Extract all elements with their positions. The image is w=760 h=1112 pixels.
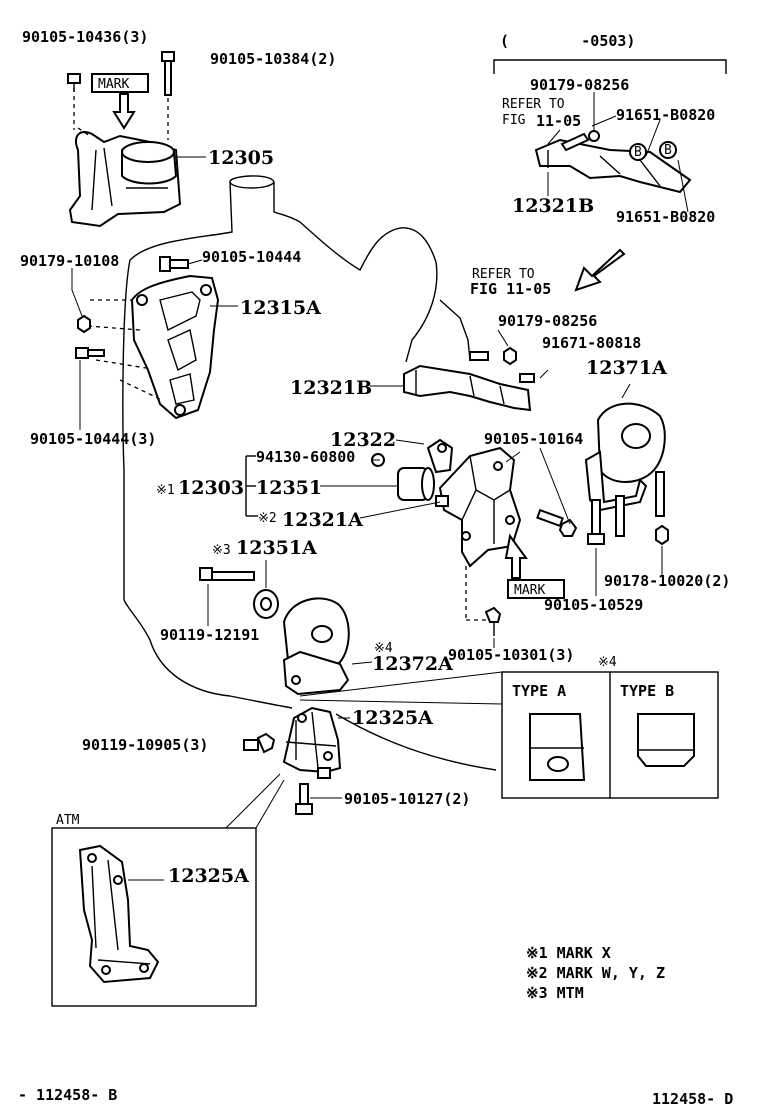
label-note4-ref-a: ※4: [374, 641, 393, 656]
note-1: ※1 MARK X: [526, 944, 611, 962]
label-12325A-atm: 12325A: [168, 865, 249, 887]
nut-10020: [655, 524, 669, 546]
part-labels: 90105-10436(3) 90105-10384(2) MARK 12305…: [18, 28, 733, 1108]
footer-right: 112458- D: [652, 1090, 733, 1108]
label-type-a: TYPE A: [512, 682, 566, 700]
label-bolt-10127: 90105-10127(2): [344, 790, 470, 808]
label-mark-top: MARK: [98, 77, 129, 92]
svg-text:B: B: [664, 143, 672, 158]
label-nut-60800: 94130-60800: [256, 448, 355, 466]
mount-12372A: [282, 597, 350, 696]
label-note4-ref-b: ※4: [598, 655, 617, 670]
label-fig-1b: 11-05: [536, 112, 581, 130]
bracket-12321B-top: B B: [493, 59, 727, 194]
label-nut-10108: 90179-10108: [20, 252, 119, 270]
footer-left: - 112458- B: [18, 1086, 117, 1104]
label-bolt-10444-3: 90105-10444(3): [30, 430, 156, 448]
label-12321A: 12321A: [282, 509, 363, 531]
label-atm: ATM: [56, 813, 80, 828]
label-12351A: 12351A: [236, 537, 317, 559]
bracket-12321B-mid: [403, 346, 535, 412]
type-comparison-box: [501, 671, 719, 799]
bolt-10444-3: [75, 347, 105, 359]
mount-12305: [68, 66, 182, 228]
label-refer-to-1: REFER TO: [502, 97, 565, 112]
svg-text:B: B: [634, 145, 642, 160]
label-fig-1: FIG: [502, 113, 526, 128]
bolt-10301: [484, 606, 502, 636]
bracket-12315A: [87, 274, 220, 420]
bolt-10164: [536, 508, 578, 537]
nut-10108: [77, 314, 91, 334]
label-bolt-12191: 90119-12191: [160, 626, 259, 644]
label-mark-mid: MARK: [514, 583, 545, 598]
bracket-12321A: [435, 446, 522, 568]
label-bolt-10444: 90105-10444: [202, 248, 301, 266]
bolt-10529: [587, 499, 605, 545]
bolt-12191: [199, 567, 255, 581]
note-3: ※3 MTM: [526, 984, 584, 1002]
label-clip-b0820-b: 91651-B0820: [616, 208, 715, 226]
label-note3-ref: ※3: [212, 543, 231, 558]
label-bolt-10164: 90105-10164: [484, 430, 583, 448]
label-12315A: 12315A: [240, 297, 321, 319]
label-12351: 12351: [256, 477, 322, 499]
group-bracket-12303: [245, 455, 258, 517]
bracket-12325A: [282, 706, 342, 779]
mount-12371A: [584, 402, 666, 537]
mark-arrow-top: [91, 73, 149, 130]
note-2: ※2 MARK W, Y, Z: [526, 964, 665, 982]
engine-outline: [122, 175, 497, 771]
label-fig-2: FIG 11-05: [470, 280, 551, 298]
bushing-12351A: [253, 589, 279, 619]
label-12372A: 12372A: [372, 653, 453, 675]
bolt-10905: [243, 732, 276, 754]
part-12322: [426, 438, 454, 474]
mark-arrow-mid: [504, 533, 565, 599]
bolt-10444: [159, 256, 189, 272]
direction-arrow: [574, 248, 626, 292]
label-12322: 12322: [330, 429, 396, 451]
label-range-0503: ( -0503): [500, 32, 635, 50]
label-note1-ref: ※1: [156, 483, 175, 498]
label-clip-b0820-a: 91651-B0820: [616, 106, 715, 124]
label-12371A: 12371A: [586, 357, 667, 379]
bolt-10436: [67, 73, 81, 92]
label-12325A: 12325A: [352, 707, 433, 729]
label-bolt-10436: 90105-10436(3): [22, 28, 148, 46]
label-12303: 12303: [178, 477, 244, 499]
label-type-b: TYPE B: [620, 682, 674, 700]
label-12321B-top: 12321B: [512, 195, 594, 217]
bolt-10384: [161, 51, 175, 96]
label-12305: 12305: [208, 147, 274, 169]
label-note2-ref: ※2: [258, 511, 277, 526]
label-bolt-10384: 90105-10384(2): [210, 50, 336, 68]
atm-box: [51, 827, 257, 1007]
label-bolt-10301: 90105-10301(3): [448, 646, 574, 664]
label-nut-08256-top: 90179-08256: [530, 76, 629, 94]
label-12321B-mid: 12321B: [290, 377, 372, 399]
label-nut-10020: 90178-10020(2): [604, 572, 730, 590]
label-refer-to-2: REFER TO: [472, 267, 535, 282]
label-bolt-80818: 91671-80818: [542, 334, 641, 352]
label-nut-08256-mid: 90179-08256: [498, 312, 597, 330]
bushing-12351: [397, 467, 435, 501]
label-bolt-10529: 90105-10529: [544, 596, 643, 614]
bolt-10127: [295, 783, 313, 815]
label-bolt-10905: 90119-10905(3): [82, 736, 208, 754]
